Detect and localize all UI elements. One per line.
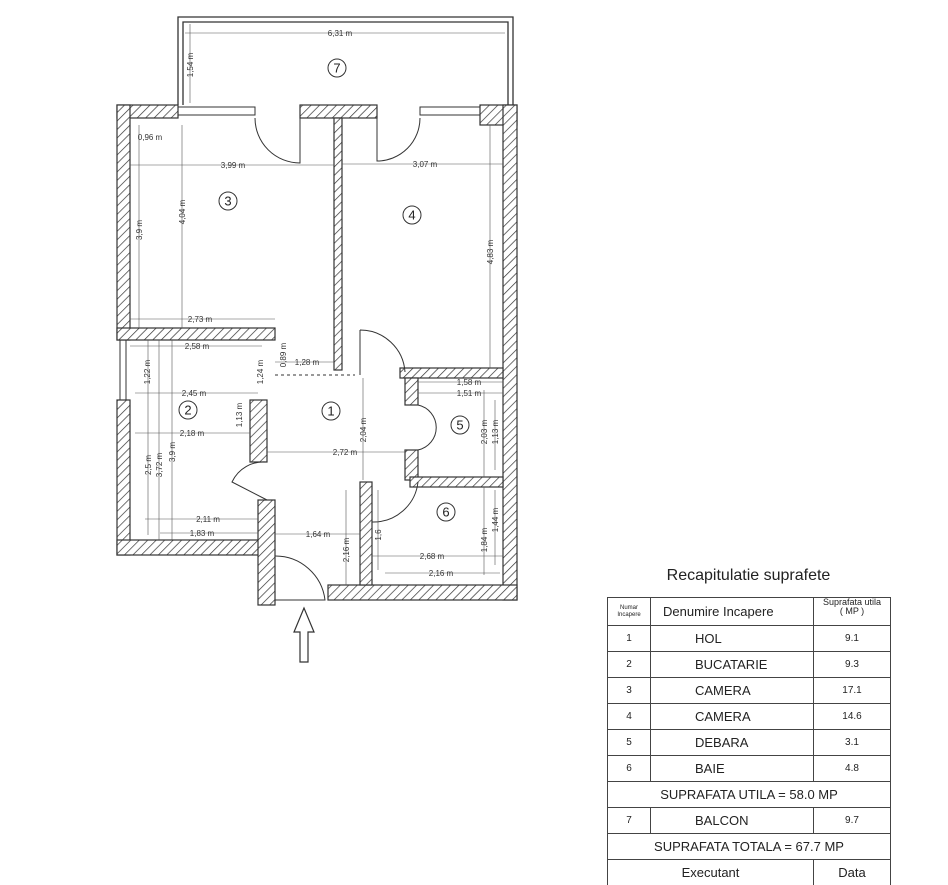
dimension-label: 4,04 m — [178, 199, 187, 224]
signature-row: Executant Data — [608, 860, 891, 885]
room-area: 4.8 — [814, 756, 891, 782]
dimension-label: 1,28 m — [295, 358, 320, 367]
room-number-label: 6 — [442, 505, 449, 520]
dimension-label: 2,68 m — [420, 552, 445, 561]
dimension-label: 2,16 m — [342, 537, 351, 562]
dimension-label: 6,31 m — [328, 29, 353, 38]
dimension-label: 3,99 m — [221, 161, 246, 170]
room-area: 3.1 — [814, 730, 891, 756]
room-area: 9.3 — [814, 652, 891, 678]
useful-total: SUPRAFATA UTILA = 58.0 MP — [608, 782, 891, 808]
dimension-label: 2,03 m — [480, 419, 489, 444]
room-name: CAMERA — [651, 678, 814, 704]
header-number: Numar Incapere — [608, 598, 651, 626]
dimension-label: 4,83 m — [486, 239, 495, 264]
dimension-label: 2,16 m — [429, 569, 454, 578]
dimension-label: 1,58 m — [457, 378, 482, 387]
room-name: BAIE — [651, 756, 814, 782]
room-number-label: 2 — [184, 403, 191, 418]
dimension-label: 3,9 m — [135, 220, 144, 240]
dimension-label: 1,6 — [374, 529, 383, 541]
room-area: 17.1 — [814, 678, 891, 704]
dimension-label: 1,83 m — [190, 529, 215, 538]
header-area: Suprafata utila( MP ) — [814, 598, 891, 626]
dimension-label: 0,89 m — [279, 342, 288, 367]
dimension-label: 1,51 m — [457, 389, 482, 398]
dimension-label: 2,45 m — [182, 389, 207, 398]
room-name: CAMERA — [651, 704, 814, 730]
table-row: 7 BALCON 9.7 — [608, 808, 891, 834]
grand-total: SUPRAFATA TOTALA = 67.7 MP — [608, 834, 891, 860]
room-area: 9.7 — [814, 808, 891, 834]
dimension-label: 2,58 m — [185, 342, 210, 351]
dimension-label: 2,04 m — [359, 417, 368, 442]
room-number: 3 — [608, 678, 651, 704]
grand-total-row: SUPRAFATA TOTALA = 67.7 MP — [608, 834, 891, 860]
room-area: 9.1 — [814, 626, 891, 652]
executant-label: Executant — [608, 860, 814, 885]
summary-title: Recapitulatie suprafete — [607, 567, 890, 585]
dimension-label: 3,07 m — [413, 160, 438, 169]
room-name: BUCATARIE — [651, 652, 814, 678]
dimension-label: 3,72 m — [155, 452, 164, 477]
dimension-label: 3,9 m — [168, 442, 177, 462]
dimension-label: 2,18 m — [180, 429, 205, 438]
room-area: 14.6 — [814, 704, 891, 730]
dimension-label: 1,13 m — [491, 419, 500, 444]
room-name: HOL — [651, 626, 814, 652]
dimension-label: 0,96 m — [138, 133, 163, 142]
room-name: DEBARA — [651, 730, 814, 756]
room-number: 6 — [608, 756, 651, 782]
room-number-label: 5 — [456, 418, 463, 433]
room-number-label: 4 — [408, 208, 415, 223]
room-number: 4 — [608, 704, 651, 730]
dimension-label: 1,44 m — [491, 507, 500, 532]
arrow-up-icon — [294, 608, 314, 662]
room-name: BALCON — [651, 808, 814, 834]
table-header-row: Numar Incapere Denumire Incapere Suprafa… — [608, 598, 891, 626]
header-name: Denumire Incapere — [651, 598, 814, 626]
dimension-label: 1,84 m — [480, 527, 489, 552]
area-summary-table: Numar Incapere Denumire Incapere Suprafa… — [607, 597, 891, 885]
room-number-label: 3 — [224, 194, 231, 209]
dimension-label: 1,64 m — [306, 530, 331, 539]
dimension-label: 2,5 m — [144, 455, 153, 475]
dimension-label: 2,11 m — [196, 515, 220, 524]
room-number: 1 — [608, 626, 651, 652]
dimension-label: 1,24 m — [256, 359, 265, 384]
header-area-unit: ( MP ) — [840, 606, 864, 616]
dimension-label: 2,72 m — [333, 448, 358, 457]
dimension-label: 1,13 m — [235, 402, 244, 427]
dimension-label: 1,22 m — [143, 359, 152, 384]
room-number: 2 — [608, 652, 651, 678]
room-number-label: 1 — [327, 404, 334, 419]
dimension-label: 2,73 m — [188, 315, 213, 324]
useful-total-row: SUPRAFATA UTILA = 58.0 MP — [608, 782, 891, 808]
room-number: 5 — [608, 730, 651, 756]
dimension-label: 1,54 m — [186, 52, 195, 77]
room-number: 7 — [608, 808, 651, 834]
room-number-label: 7 — [333, 61, 340, 76]
date-label: Data — [814, 860, 891, 885]
